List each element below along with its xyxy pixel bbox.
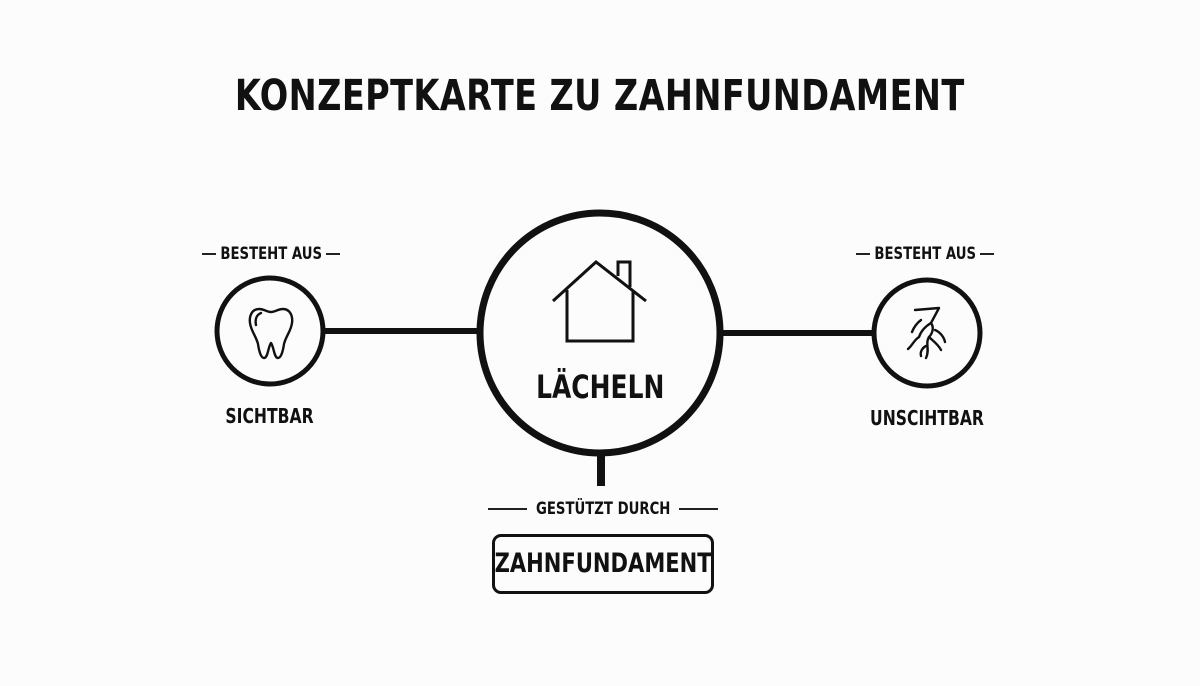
left-node <box>214 275 326 387</box>
left-node-label-text: SICHTBAR <box>225 404 315 428</box>
foundation-node-label: ZAHNFUNDAMENT <box>494 548 712 579</box>
relation-right-label: BESTEHT AUS <box>874 244 976 264</box>
center-node <box>476 209 724 457</box>
tooth-icon <box>248 307 294 360</box>
relation-right-dash-end <box>980 253 995 255</box>
right-node <box>871 277 983 389</box>
right-node-label: UNSCIHTBAR <box>852 406 1002 430</box>
left-node-label: SICHTBAR <box>200 404 340 428</box>
center-node-label: LÄCHELN <box>488 368 712 406</box>
diagram-title: KONZEPTKARTE ZU ZAHNFUNDAMENT <box>0 70 1200 122</box>
relation-bottom-dash-start <box>488 508 527 510</box>
relation-bottom-dash-end <box>679 508 718 510</box>
diagram-title-text: KONZEPTKARTE ZU ZAHNFUNDAMENT <box>235 71 965 121</box>
house-icon <box>551 260 647 343</box>
foundation-node: ZAHNFUNDAMENT <box>492 534 714 594</box>
center-node-label-text: LÄCHELN <box>535 368 665 406</box>
relation-left: BESTEHT AUS <box>196 244 346 264</box>
relation-right: BESTEHT AUS <box>850 244 1000 264</box>
tooth-root-icon <box>906 306 947 360</box>
relation-left-label: BESTEHT AUS <box>220 244 322 264</box>
right-node-label-text: UNSCIHTBAR <box>870 406 984 430</box>
relation-bottom: GESTÜTZT DURCH <box>488 499 718 519</box>
relation-left-dash-start <box>201 253 216 255</box>
relation-right-dash-start <box>855 253 870 255</box>
relation-bottom-label: GESTÜTZT DURCH <box>535 499 671 519</box>
relation-left-dash-end <box>326 253 341 255</box>
